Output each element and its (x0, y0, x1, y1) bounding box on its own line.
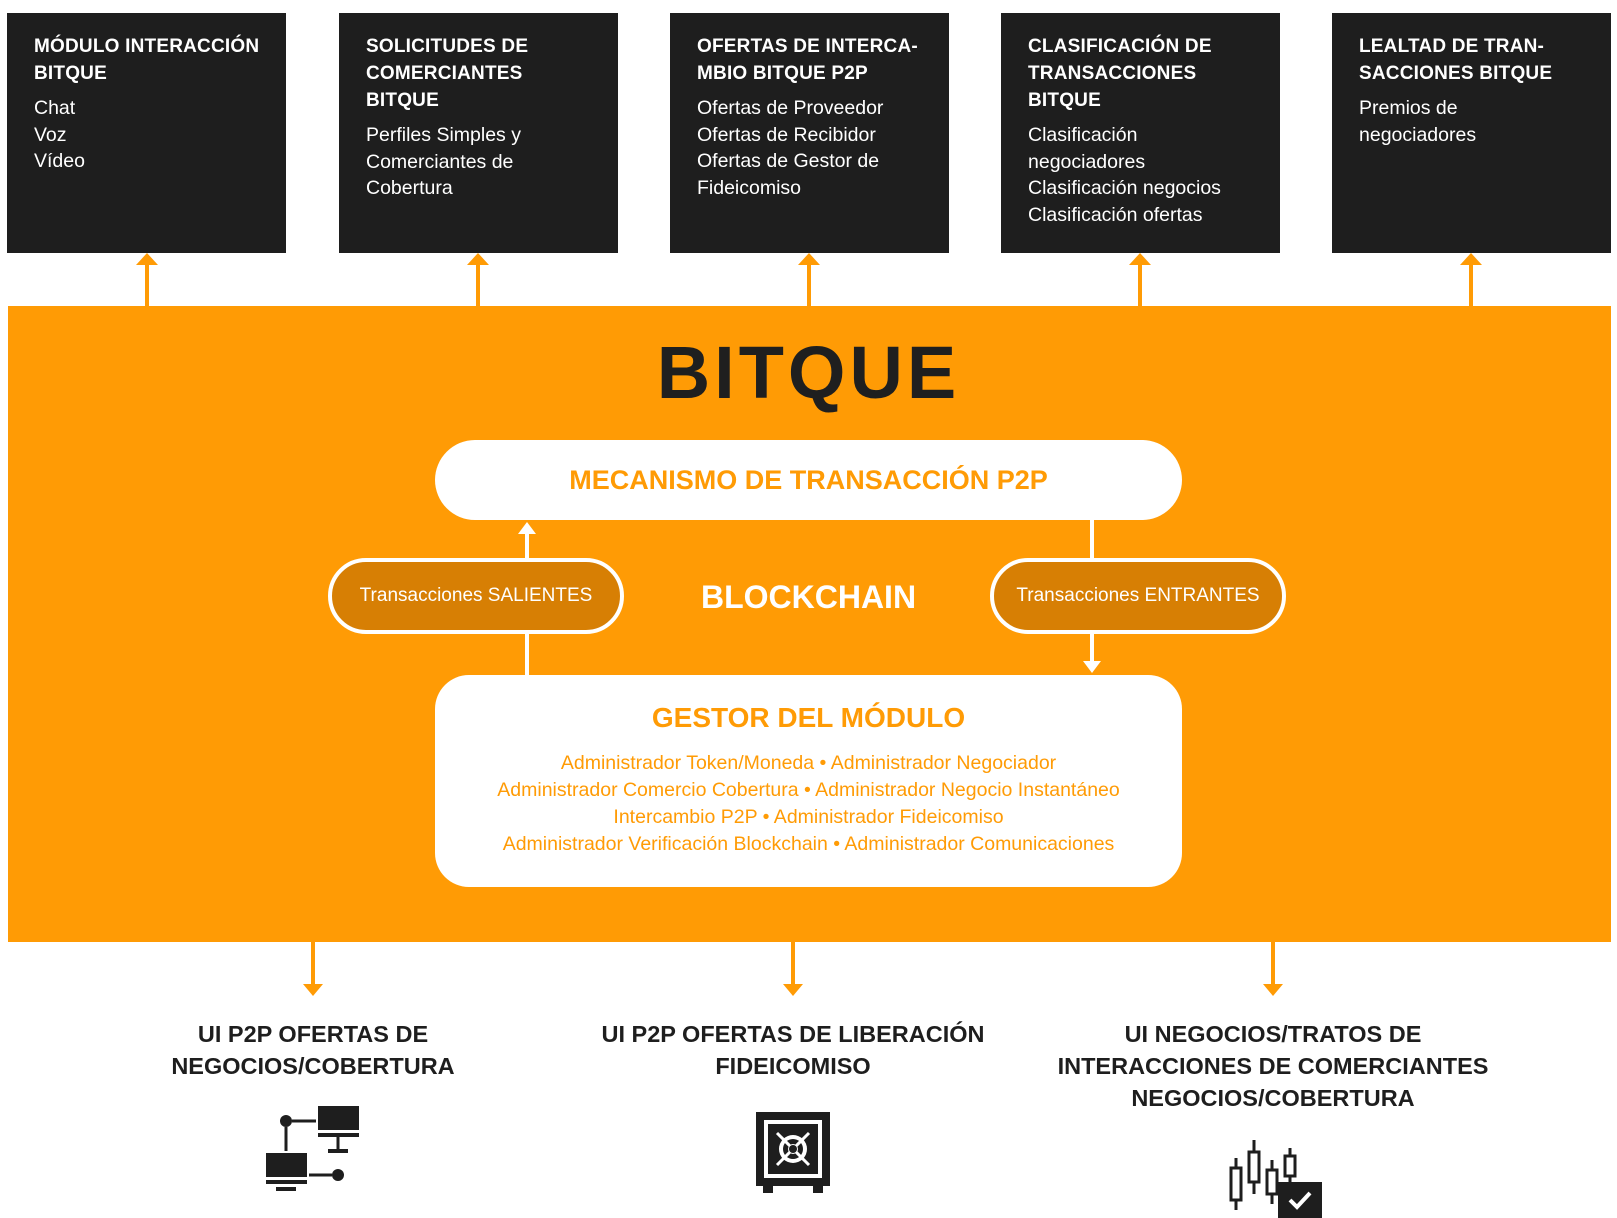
outgoing-transactions-pill: Transacciones SALIENTES (328, 558, 624, 634)
arrow-up-icon (798, 253, 820, 307)
module-title: LEALTAD DE TRAN- SACCIONES BITQUE (1359, 36, 1553, 84)
arrow-up-icon (136, 253, 158, 307)
arrow-up-icon (1129, 253, 1151, 307)
module-box-ranking: CLASIFICACIÓN DE TRANSACCIONES BITQUE Cl… (1001, 13, 1280, 253)
arrow-up-icon (1460, 253, 1482, 307)
module-title: CLASIFICACIÓN DE TRANSACCIONES BITQUE (1028, 36, 1212, 111)
module-title: SOLICITUDES DE COMERCIANTES BITQUE (366, 36, 529, 111)
arrow-down-icon (303, 942, 323, 996)
manager-line: Administrador Verificación Blockchain • … (502, 833, 1115, 855)
manager-line: Administrador Comercio Cobertura • Admin… (497, 779, 1120, 801)
candlestick-check-icon (1229, 1140, 1322, 1218)
module-box-loyalty: LEALTAD DE TRAN- SACCIONES BITQUE Premio… (1332, 13, 1611, 253)
module-items: Premios de negociadores (1359, 97, 1477, 146)
p2p-transaction-mechanism: MECANISMO DE TRANSACCIÓN P2P (435, 440, 1182, 520)
module-box-interaction: MÓDULO INTERACCIÓN BITQUE Chat Voz Vídeo (7, 13, 286, 253)
blockchain-label: BLOCKCHAIN (700, 579, 917, 615)
arrow-down-icon (1263, 942, 1283, 996)
module-box-merchant-requests: SOLICITUDES DE COMERCIANTES BITQUE Perfi… (339, 13, 618, 253)
ui-merchant-interactions-title: UI NEGOCIOS/TRATOS DE INTERACCIONES DE C… (1057, 1021, 1489, 1111)
manager-line: Administrador Token/Moneda • Administrad… (560, 752, 1057, 774)
module-title: MÓDULO INTERACCIÓN BITQUE (34, 36, 260, 84)
module-box-exchange-offers: OFERTAS DE INTERCA- MBIO BITQUE P2P Ofer… (670, 13, 949, 253)
arrow-down-icon (783, 942, 803, 996)
network-computers-icon (266, 1106, 359, 1191)
module-items: Perfiles Simples y Comerciantes de Cober… (366, 124, 521, 199)
manager-line: Intercambio P2P • Administrador Fideicom… (613, 806, 1004, 828)
incoming-connector-arrow (1083, 520, 1101, 673)
module-manager-title: GESTOR DEL MÓDULO (651, 702, 966, 733)
module-title: OFERTAS DE INTERCA- MBIO BITQUE P2P (697, 36, 918, 84)
module-items: Ofertas de Proveedor Ofertas de Recibido… (697, 97, 884, 199)
outgoing-connector-arrow (518, 522, 536, 676)
bitque-logo: BITQUE (656, 331, 961, 414)
incoming-transactions-pill: Transacciones ENTRANTES (990, 558, 1286, 634)
ui-p2p-business-offers-title: UI P2P OFERTAS DE NEGOCIOS/COBERTURA (171, 1021, 455, 1079)
module-items: Chat Voz Vídeo (34, 97, 85, 172)
module-items: Clasificación negociadores Clasificación… (1028, 124, 1221, 226)
ui-p2p-escrow-release-title: UI P2P OFERTAS DE LIBERACIÓN FIDEICOMISO (601, 1021, 985, 1079)
safe-vault-icon (756, 1112, 830, 1193)
arrow-up-icon (467, 253, 489, 307)
module-manager-box: GESTOR DEL MÓDULO Administrador Token/Mo… (435, 675, 1182, 887)
